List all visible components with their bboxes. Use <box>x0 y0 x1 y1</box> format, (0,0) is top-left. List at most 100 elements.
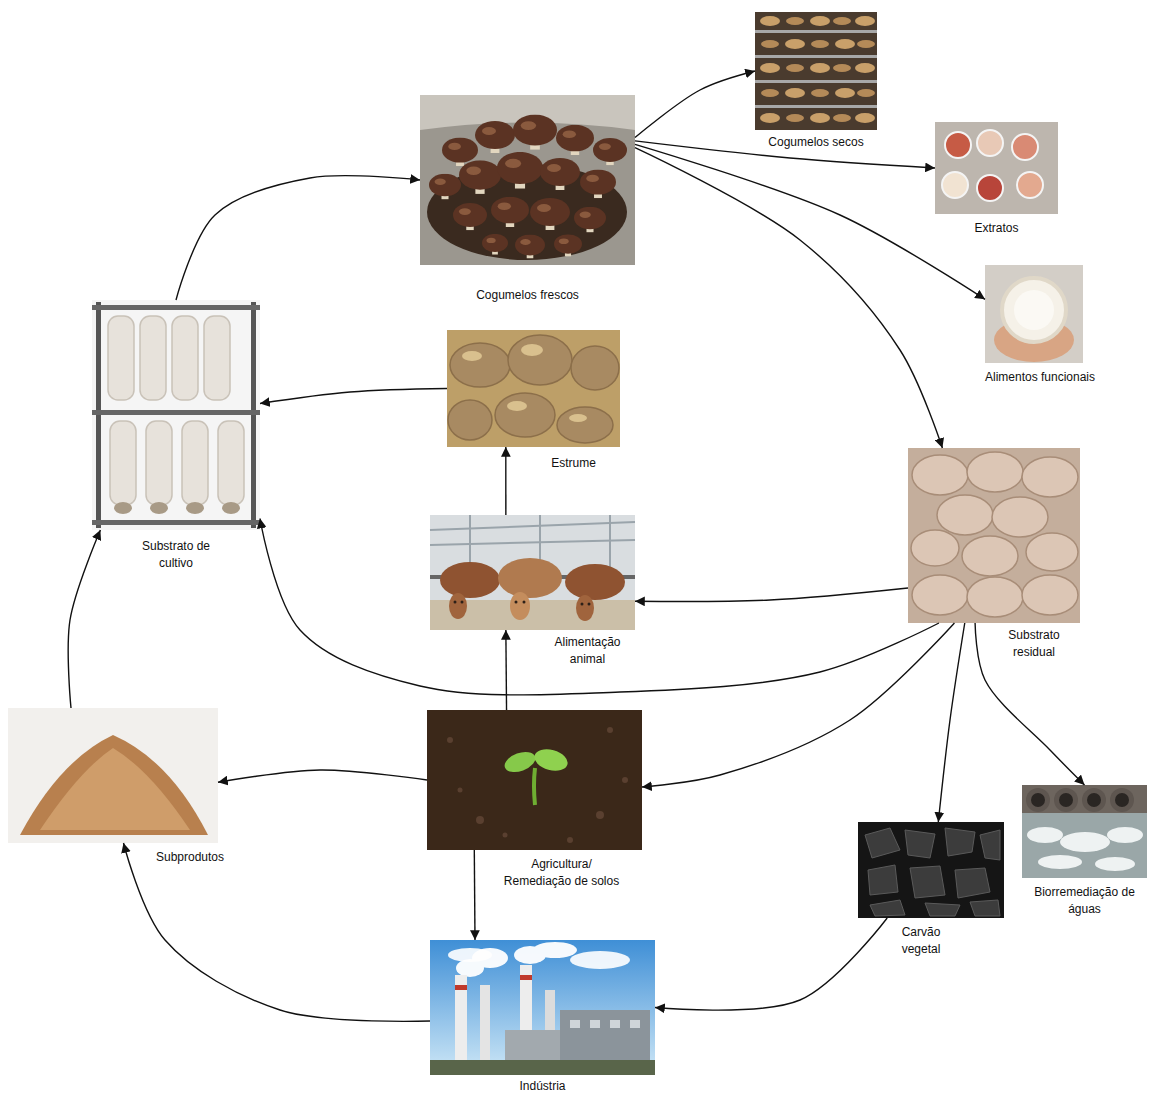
picture-node: Agricultura/ Remediação de solos <box>427 710 642 850</box>
manure-picture <box>507 401 527 411</box>
soil-sprout-picture <box>476 816 484 824</box>
extracts-picture <box>942 130 1043 201</box>
fresh-mushrooms-picture <box>420 95 635 265</box>
byproduct-powder-picture <box>20 735 208 835</box>
charcoal-picture <box>905 830 935 858</box>
dried-mushrooms-picture <box>760 16 875 123</box>
fresh-mushrooms-picture <box>530 198 570 230</box>
water-treatment-picture <box>1031 793 1045 807</box>
dried-mushrooms-picture <box>760 16 780 26</box>
picture-node: Alimentação animal <box>430 515 635 630</box>
charcoal-picture <box>865 828 1000 916</box>
cultivation-rack-picture <box>92 520 260 525</box>
manure-picture <box>448 335 619 443</box>
dried-mushrooms-picture <box>833 114 851 122</box>
industry-picture <box>456 942 577 977</box>
water-treatment-picture <box>1026 788 1134 812</box>
water-treatment-picture <box>1026 788 1050 812</box>
charcoal-picture <box>870 900 905 916</box>
charcoal-picture <box>980 830 1000 860</box>
cultivation-rack-picture <box>108 316 134 400</box>
charcoal-picture <box>858 822 1004 918</box>
flow-arrow <box>260 519 939 695</box>
soil-sprout-picture <box>596 811 604 819</box>
connector-group <box>68 71 1084 1021</box>
dried-mushrooms-picture <box>760 113 780 123</box>
industry-picture <box>505 1030 560 1065</box>
dried-mushrooms-picture <box>755 80 877 83</box>
dried-mushrooms-picture <box>785 39 805 49</box>
fresh-mushrooms-picture <box>497 152 543 189</box>
fresh-mushrooms-picture <box>574 207 606 233</box>
dried-mushrooms-picture <box>755 12 877 130</box>
soil-sprout-picture <box>447 737 453 743</box>
extracts-picture <box>935 122 1058 214</box>
soil-sprout-picture <box>447 727 628 843</box>
dried-mushrooms-picture <box>810 16 830 26</box>
water-treatment-picture <box>1027 827 1063 843</box>
flow-arrow <box>505 630 507 710</box>
node-caption: Estrume <box>534 455 614 472</box>
fresh-mushrooms-picture <box>491 197 529 227</box>
fresh-mushrooms-picture <box>515 235 545 259</box>
cattle-feeding-picture <box>565 564 625 600</box>
node-caption: Extratos <box>927 220 1067 237</box>
manure-picture <box>462 344 587 422</box>
fresh-mushrooms-picture <box>540 158 580 190</box>
spent-substrate-picture <box>937 495 993 535</box>
manure-picture <box>571 346 619 390</box>
fresh-mushrooms-picture <box>580 169 616 198</box>
cattle-feeding-picture <box>440 562 500 598</box>
water-treatment-picture <box>1060 832 1110 852</box>
dried-mushrooms-picture <box>835 88 855 98</box>
dried-mushrooms-picture <box>810 63 830 73</box>
cattle-feeding-picture <box>498 558 562 598</box>
soil-sprout-picture <box>567 837 573 843</box>
fresh-mushrooms-picture <box>475 121 515 153</box>
water-treatment-picture <box>1082 788 1106 812</box>
picture-node: Biorremediação de águas <box>1022 785 1147 878</box>
industry-picture <box>430 1060 655 1075</box>
dried-mushrooms-picture <box>786 17 804 25</box>
dried-mushrooms-picture <box>855 63 875 73</box>
cultivation-rack-picture <box>140 316 166 400</box>
spent-substrate-picture <box>1022 457 1078 497</box>
flow-arrow <box>218 770 427 782</box>
node-caption: Subprodutos <box>140 849 240 866</box>
spent-substrate-picture <box>912 455 968 495</box>
charcoal-picture <box>910 866 945 898</box>
cattle-feeding-picture <box>581 603 584 606</box>
industry-picture <box>480 985 490 1065</box>
dried-mushrooms-picture <box>811 40 829 48</box>
cultivation-rack-picture <box>110 421 136 505</box>
dried-mushrooms-picture <box>761 40 779 48</box>
spent-substrate-picture <box>962 536 1018 576</box>
cultivation-rack-picture <box>92 300 260 530</box>
node-caption: Biorremediação de águas <box>1027 884 1142 918</box>
node-caption: Alimentos funcionais <box>975 369 1105 386</box>
water-treatment-picture <box>1022 785 1147 878</box>
charcoal-picture <box>868 865 898 895</box>
extracts-picture <box>977 130 1003 156</box>
manure-picture <box>448 400 492 440</box>
spent-substrate-picture <box>908 448 1080 623</box>
manure-picture <box>521 344 543 356</box>
soil-sprout-picture <box>503 833 508 838</box>
flow-arrow <box>938 623 964 822</box>
dried-mushrooms-picture <box>755 55 877 58</box>
flow-arrow <box>68 530 100 708</box>
industry-picture <box>590 1020 600 1028</box>
industry-picture <box>630 1020 640 1028</box>
charcoal-picture <box>955 868 990 898</box>
industry-picture <box>570 1020 580 1028</box>
cultivation-rack-picture <box>92 410 260 415</box>
cattle-feeding-picture <box>449 593 467 619</box>
functional-food-picture <box>985 265 1083 363</box>
cattle-feeding-picture <box>430 522 635 530</box>
cultivation-rack-picture <box>108 316 244 505</box>
industry-picture <box>533 942 577 958</box>
cultivation-rack-picture <box>172 316 198 400</box>
manure-picture <box>569 414 587 422</box>
dried-mushrooms-picture <box>786 114 804 122</box>
flow-arrow <box>642 623 954 787</box>
